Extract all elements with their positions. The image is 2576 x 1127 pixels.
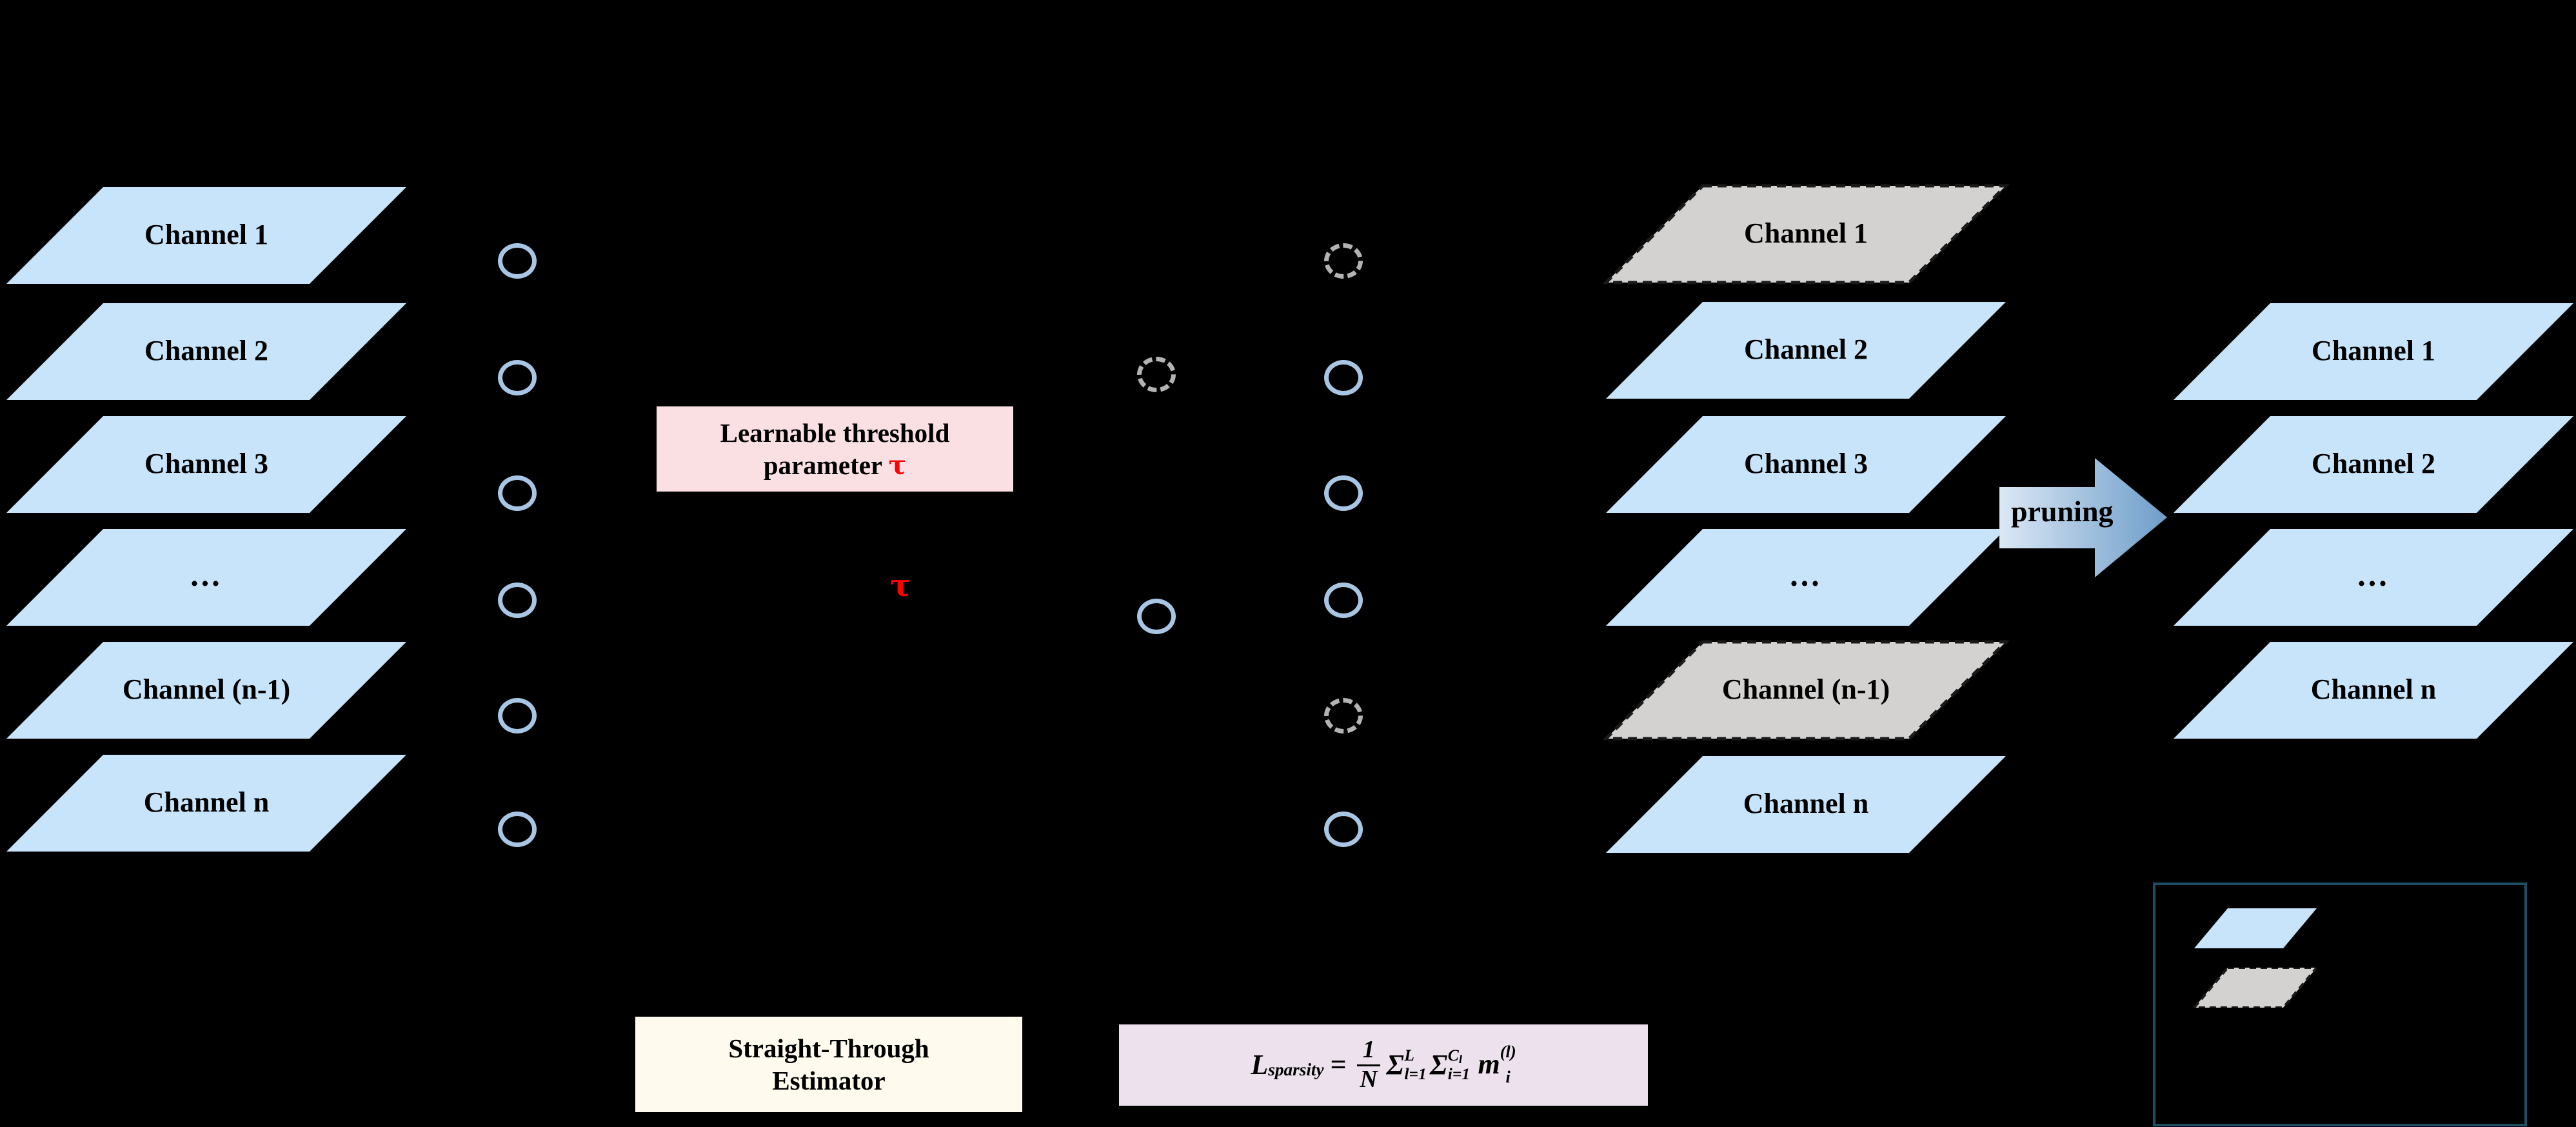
legend-swatch-pruned-channel	[2191, 966, 2320, 1009]
gate-circle-active[interactable]	[1324, 583, 1363, 618]
loss-sum-outer-limits: L l=1	[1404, 1046, 1426, 1083]
ste-line-2: Estimator	[772, 1066, 886, 1095]
loss-sum-inner-symbol: Σ	[1430, 1049, 1448, 1081]
legend-swatch-active-channel	[2194, 908, 2317, 948]
gate-circle-active[interactable]	[1324, 812, 1363, 847]
loss-sum-outer-lower: l=1	[1404, 1064, 1427, 1083]
loss-mask-term: m (l) i	[1478, 1042, 1516, 1086]
ste-line-1: Straight-Through	[728, 1033, 929, 1063]
loss-mask-indices: (l) i	[1500, 1042, 1516, 1086]
loss-sum-outer-upper: L	[1404, 1046, 1414, 1065]
legend-box	[2153, 883, 2527, 1126]
loss-lhs-main: L	[1251, 1049, 1269, 1081]
pruning-arrow[interactable]: pruning	[1999, 458, 2167, 581]
threshold-line-2: parameter τ	[720, 449, 950, 481]
tau-symbol: τ	[888, 450, 907, 481]
loss-lhs-subscript: sparsity	[1268, 1059, 1324, 1079]
loss-sum-inner-limits: Cl i=1	[1448, 1046, 1470, 1083]
loss-mask-superscript: (l)	[1500, 1041, 1516, 1061]
loss-mask-subscript: i	[1505, 1067, 1511, 1087]
gate-circle-active[interactable]	[1324, 360, 1363, 395]
gate-circle-active[interactable]	[498, 360, 537, 395]
gate-circle-pruned[interactable]	[1324, 698, 1363, 733]
gate-circle-active[interactable]	[498, 583, 537, 618]
learnable-threshold-box: Learnable threshold parameter τ	[657, 406, 1013, 492]
loss-sum-inner-upper-main: C	[1447, 1046, 1459, 1065]
loss-sum-inner: Σ Cl i=1	[1430, 1046, 1470, 1083]
straight-through-estimator-box: Straight-Through Estimator	[635, 1017, 1022, 1112]
gate-circle-pruned[interactable]	[1137, 357, 1176, 392]
loss-sum-inner-upper: Cl	[1447, 1046, 1470, 1066]
loss-mask-symbol: m	[1478, 1048, 1500, 1081]
loss-fraction: 1 N	[1356, 1036, 1381, 1092]
loss-fraction-denominator: N	[1356, 1064, 1381, 1092]
loss-sum-outer-symbol: Σ	[1386, 1049, 1404, 1081]
threshold-line-1: Learnable threshold	[720, 417, 950, 448]
tau-symbol-standalone: τ	[890, 568, 911, 604]
threshold-line-2-prefix: parameter	[763, 450, 889, 480]
loss-sum-outer: Σ L l=1	[1387, 1046, 1427, 1083]
gate-circle-active[interactable]	[498, 698, 537, 733]
pruning-arrow-label: pruning	[2011, 495, 2114, 528]
gate-circle-active[interactable]	[1137, 599, 1176, 634]
legend-item-pruned	[2191, 966, 2320, 1011]
loss-sum-inner-lower: i=1	[1447, 1064, 1471, 1083]
gate-circle-active[interactable]	[498, 812, 537, 847]
legend-item-active	[2194, 908, 2317, 952]
loss-fraction-numerator: 1	[1362, 1036, 1375, 1064]
loss-equals: =	[1330, 1049, 1347, 1081]
gate-circle-active[interactable]	[498, 243, 537, 279]
gate-circle-active[interactable]	[1324, 475, 1363, 511]
gate-circle-active[interactable]	[498, 475, 537, 511]
loss-sum-inner-upper-sub: l	[1458, 1053, 1462, 1066]
gate-circle-pruned[interactable]	[1324, 243, 1363, 279]
